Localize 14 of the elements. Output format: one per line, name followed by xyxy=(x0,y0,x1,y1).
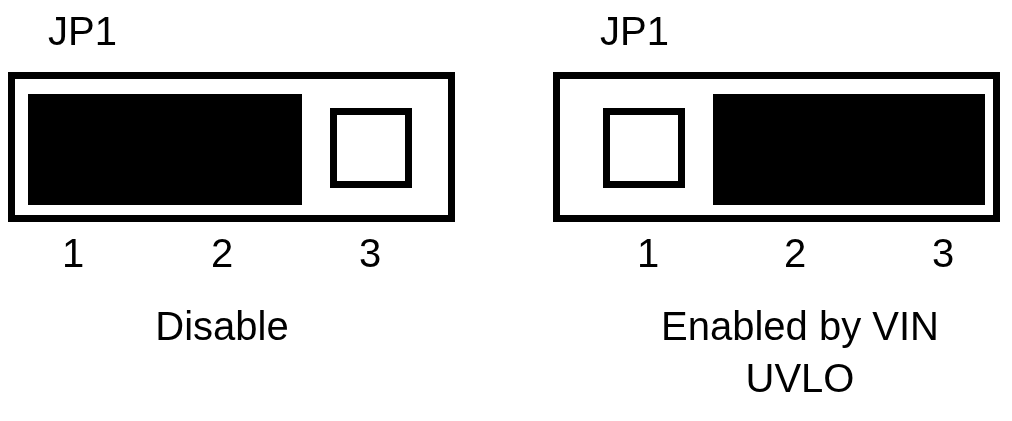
jumper-pin xyxy=(330,108,412,188)
jumper-label: JP1 xyxy=(48,8,117,54)
jumper-shunt xyxy=(28,94,302,205)
pin-number: 1 xyxy=(60,230,86,276)
pin-number: 3 xyxy=(357,230,383,276)
jumper-shunt xyxy=(713,94,985,205)
jumper-pin xyxy=(603,108,685,188)
pin-number: 2 xyxy=(209,230,235,276)
setting-caption: Disable xyxy=(154,303,290,350)
pin-number: 2 xyxy=(782,230,808,276)
jumper-label: JP1 xyxy=(600,8,669,54)
setting-caption: Enabled by VIN UVLO xyxy=(660,303,940,402)
pin-number: 1 xyxy=(635,230,661,276)
pin-number: 3 xyxy=(930,230,956,276)
